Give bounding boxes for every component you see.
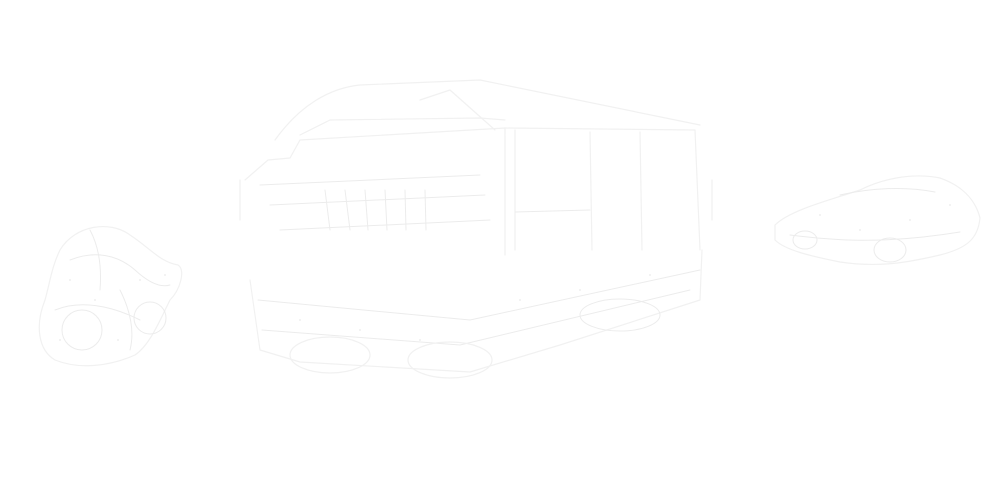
car-sketch <box>774 175 981 266</box>
sketch-speckles <box>59 204 951 341</box>
truck-sketch <box>239 79 713 379</box>
motorcycle-rider-sketch <box>38 226 183 367</box>
